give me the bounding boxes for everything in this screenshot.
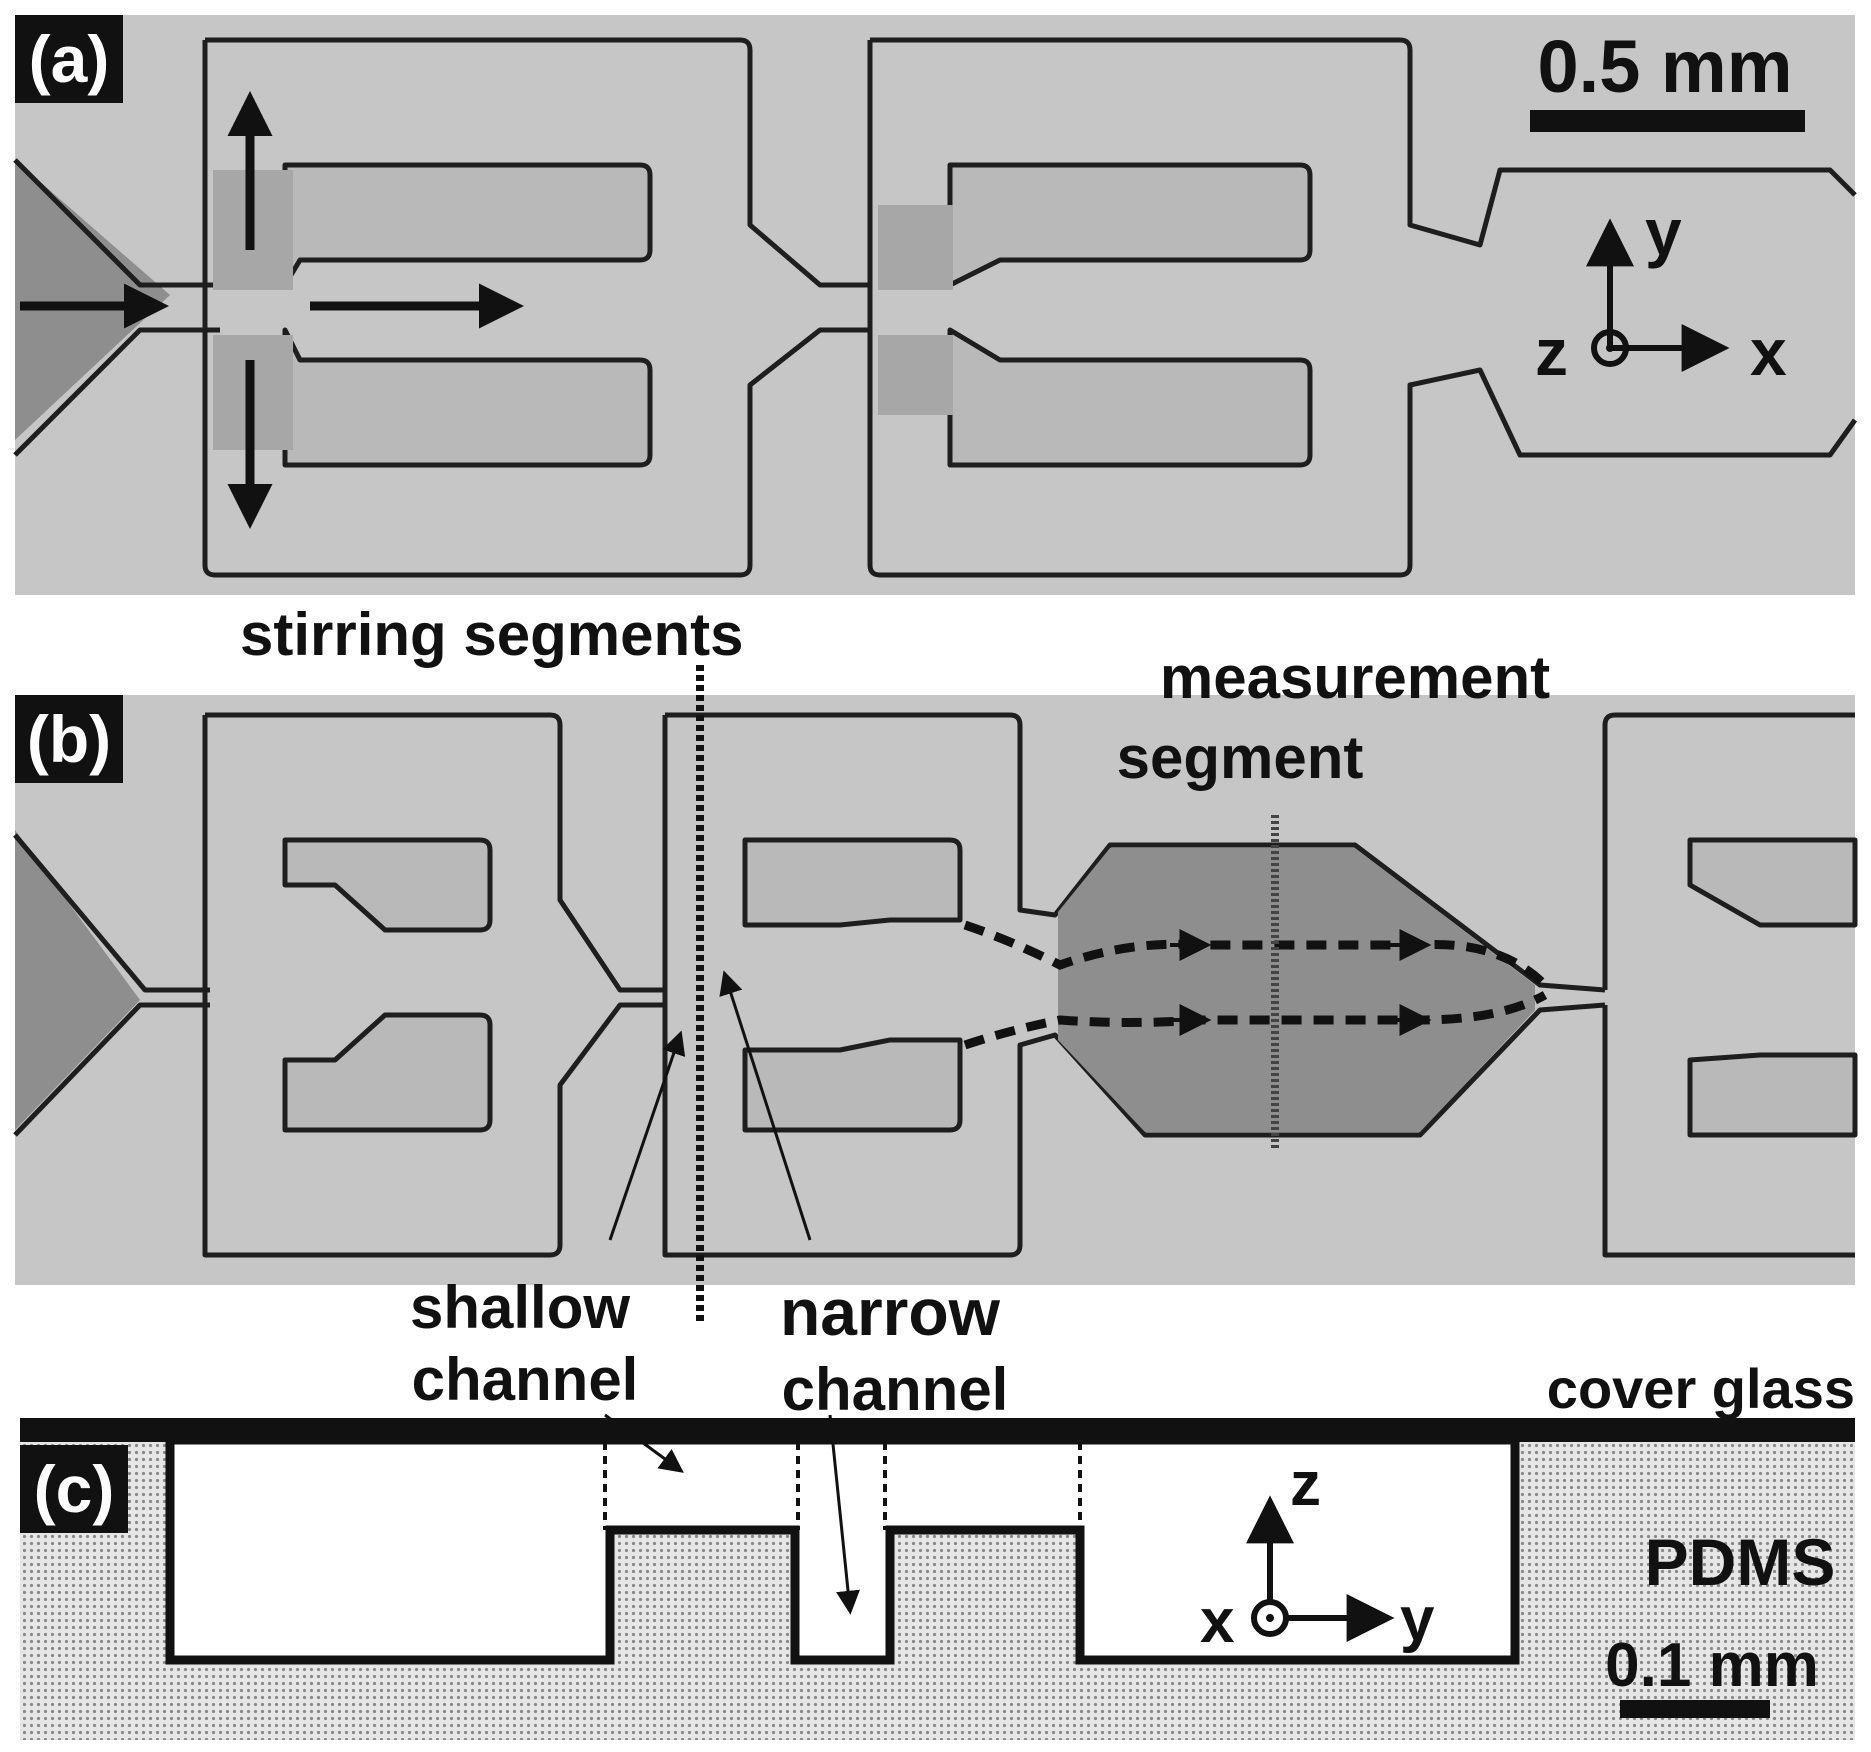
loop-b3-inner-lower [1687, 1052, 1858, 1138]
scale-label-c: 0.1 mm [1605, 1631, 1819, 1700]
scale-bar-c [1620, 1700, 1770, 1718]
label-narrow-line1: narrow [780, 1275, 1001, 1349]
loop-2-deep-lower [878, 335, 953, 415]
loop-b2-inner-upper [742, 837, 963, 928]
axis-z-symbol-a [1591, 329, 1629, 367]
measurement-chamber [1058, 848, 1535, 1132]
axis-y-label-c: y [1400, 1585, 1435, 1654]
loop-2-outer [867, 37, 1858, 578]
panel-b: (b) [13, 665, 1858, 1325]
panel-tag-c-bg [20, 1445, 128, 1533]
inlet-region-b [15, 830, 140, 1130]
streamline-lower [963, 991, 1548, 1050]
inlet-walls-b [13, 833, 210, 1137]
panel-c: z y x PDMS 0.1 mm (c) [20, 1413, 1855, 1740]
axis-z-label-c: z [1290, 1450, 1321, 1519]
axis-z-dot-a [1606, 344, 1614, 352]
panel-tag-b: (b) [27, 702, 111, 776]
axis-y-label-a: y [1645, 195, 1682, 269]
loop-1-outer [202, 37, 870, 578]
inlet-region [15, 160, 170, 440]
loop-b2-inner-lower [742, 1037, 963, 1133]
loop-b2-outer [662, 712, 1606, 1258]
axis-x-dot-c [1266, 1614, 1274, 1622]
panel-a: 0.5 mm y x z (a) [13, 15, 1858, 595]
pointer-narrow [719, 970, 812, 1241]
label-shallow-line2: channel [412, 1346, 639, 1413]
panel-b-background [15, 695, 1855, 1285]
panel-tag-c: (c) [34, 1452, 115, 1526]
axis-x-label-a: x [1750, 315, 1787, 389]
label-stirring-segments: stirring segments [240, 601, 743, 668]
loop-2-deep-upper [878, 205, 953, 290]
pdms-label: PDMS [1645, 1525, 1836, 1599]
loop-2-inner-upper [947, 162, 1313, 288]
pointer-narrow-c [828, 1414, 860, 1615]
panel-tag-a: (a) [29, 22, 110, 96]
loop-1-inner-upper [282, 162, 653, 288]
panel-tag-a-bg [15, 15, 123, 103]
label-shallow-line1: shallow [410, 1274, 630, 1341]
panel-tag-b-bg [15, 695, 123, 783]
loop-b1-inner-lower [282, 1012, 493, 1133]
pointer-shallow [608, 1030, 686, 1241]
loop-b3-outer [1602, 712, 1855, 1258]
scale-bar-a [1530, 110, 1805, 132]
pointer-shallow-c [604, 1413, 684, 1473]
loop-1-inner-lower [282, 327, 653, 468]
loop-b1-outer [202, 712, 665, 1258]
loop-b1-inner-upper [282, 837, 493, 933]
axis-z-label-a: z [1535, 315, 1568, 389]
loop-2-inner-lower [947, 327, 1313, 468]
label-measurement-line2: segment [1117, 724, 1364, 791]
label-narrow-line2: channel [782, 1356, 1009, 1423]
loop-b3-inner-upper [1687, 837, 1858, 928]
label-cover-glass: cover glass [1547, 1357, 1855, 1420]
label-measurement-line1: measurement [1160, 644, 1550, 711]
scale-label-a: 0.5 mm [1537, 25, 1792, 108]
axis-x-label-c: x [1200, 1587, 1235, 1656]
